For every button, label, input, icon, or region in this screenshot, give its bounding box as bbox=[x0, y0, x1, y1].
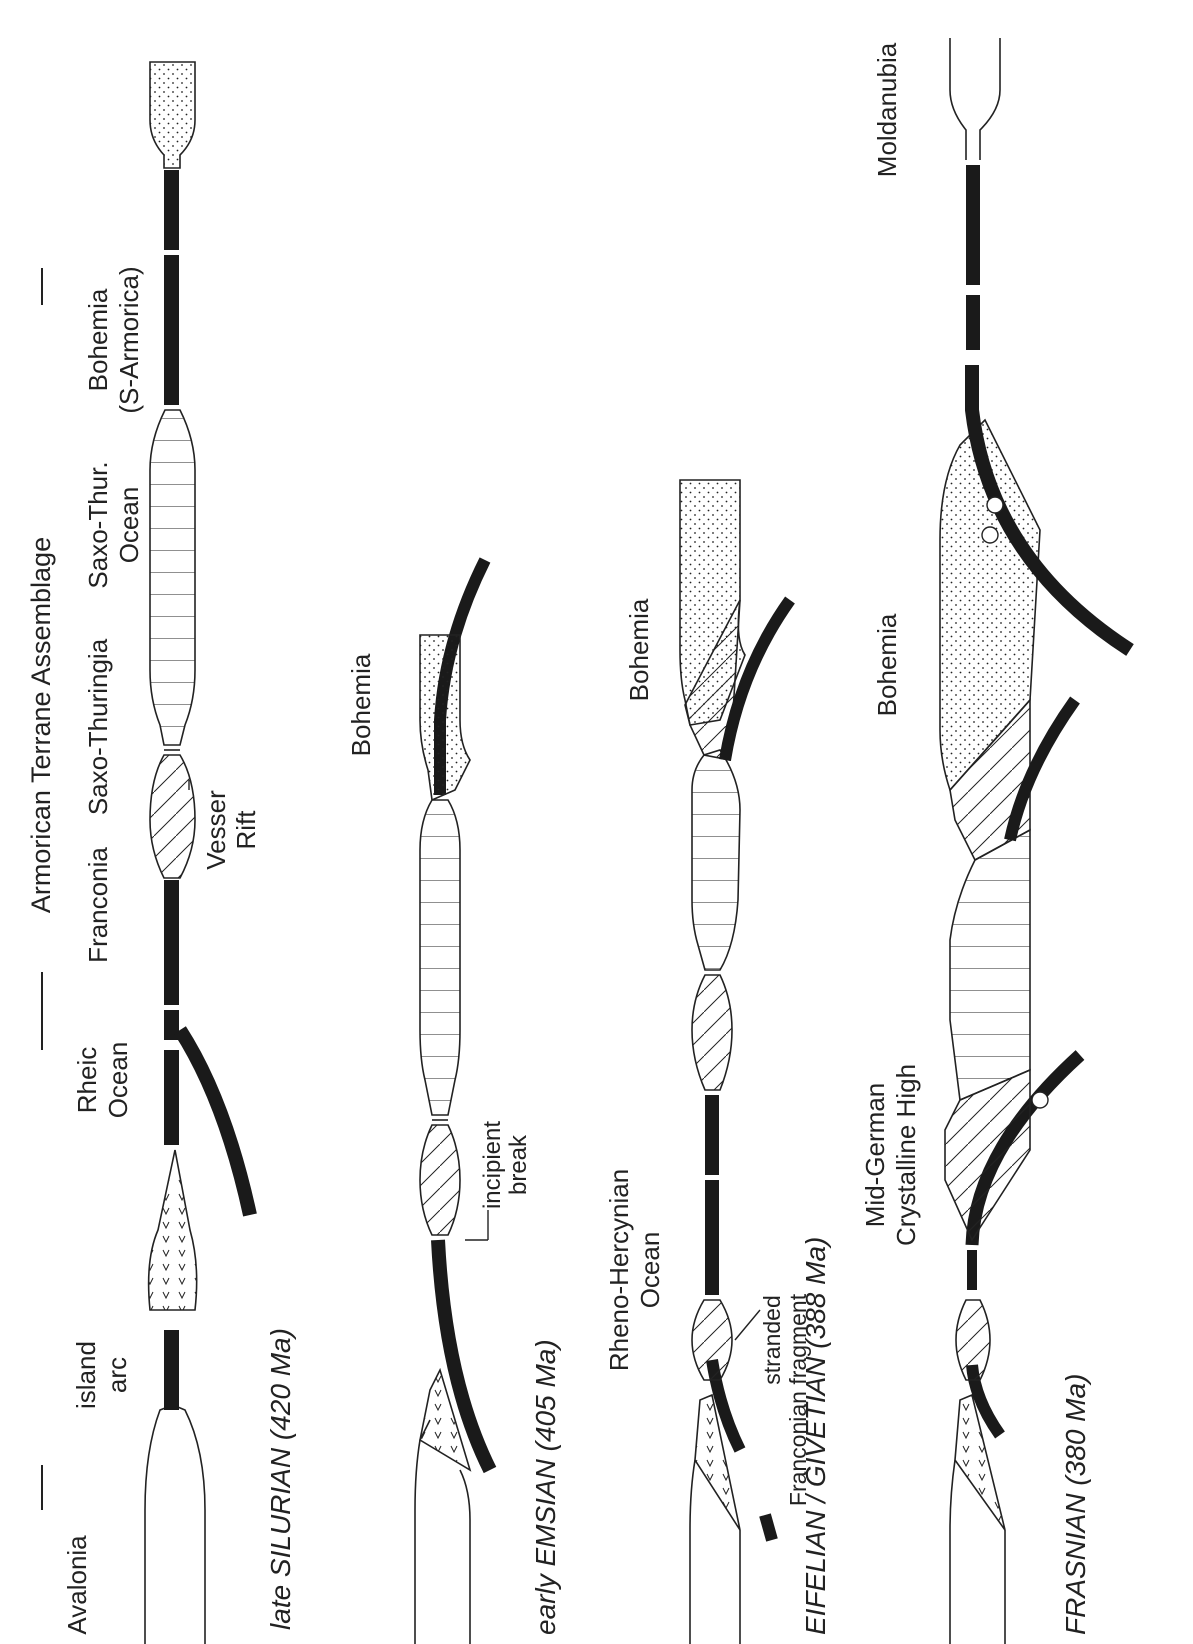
moldanubia-plate-1 bbox=[966, 295, 980, 350]
mid-german-high bbox=[945, 1070, 1030, 1240]
saxo-thuringia-block-emsian bbox=[420, 800, 460, 1115]
saxo-thur-ocean-plate-1 bbox=[164, 255, 179, 405]
label-stranded: stranded bbox=[759, 1295, 785, 1385]
bohemia-block-silurian bbox=[150, 62, 195, 168]
label-bohemia-eifelian: Bohemia bbox=[624, 598, 654, 701]
franconia-block-eifelian bbox=[692, 975, 732, 1090]
island-arc-body bbox=[149, 1150, 197, 1310]
label-rheno-ocean: Ocean bbox=[635, 1232, 665, 1309]
label-bohemia-1: Bohemia bbox=[83, 288, 113, 391]
stage-frasnian: FRASNIAN (380 Ma) bbox=[1060, 1374, 1091, 1635]
assemblage-header: Armorican Terrane Assemblage bbox=[26, 268, 56, 1510]
rheno-hercynian-plate-1 bbox=[705, 1180, 719, 1295]
label-franconia: Franconia bbox=[83, 847, 113, 963]
label-saxo-thur: Saxo-Thur. bbox=[83, 461, 113, 588]
label-arc: arc bbox=[102, 1357, 132, 1393]
panel-silurian: Avalonia island arc Rheic Ocean Franconi… bbox=[62, 62, 296, 1644]
franconia-block-frasnian bbox=[956, 1300, 990, 1380]
moldanubia-plate-2 bbox=[966, 165, 980, 285]
bohemia-block-emsian bbox=[420, 635, 470, 800]
pluton-2 bbox=[982, 527, 998, 543]
label-saxo-thuringia: Saxo-Thuringia bbox=[83, 638, 113, 815]
label-mid-german: Mid-German bbox=[860, 1083, 890, 1227]
moldanubia-crust bbox=[950, 38, 1000, 160]
rheno-hercynian-plate-2 bbox=[705, 1095, 719, 1175]
arc-body-eifelian bbox=[695, 1395, 740, 1530]
panel-frasnian: Mid-German Crystalline High Bohemia Mold… bbox=[860, 38, 1130, 1644]
stranded-fragment bbox=[692, 1300, 732, 1380]
saxo-thur-ocean-plate-2 bbox=[164, 170, 179, 250]
label-avalonia: Avalonia bbox=[62, 1535, 92, 1635]
stage-emsian: early EMSIAN (405 Ma) bbox=[530, 1339, 561, 1635]
pluton-3 bbox=[1032, 1092, 1048, 1108]
label-rheic-ocean: Ocean bbox=[103, 1042, 133, 1119]
label-rift: Rift bbox=[231, 810, 261, 850]
franconia-block-emsian bbox=[420, 1125, 460, 1235]
pluton-1 bbox=[987, 497, 1003, 513]
label-incipient: incipient bbox=[479, 1121, 506, 1209]
label-moldanubia: Moldanubia bbox=[872, 42, 902, 177]
label-rheic: Rheic bbox=[72, 1047, 102, 1113]
label-s-armorica: (S-Armorica) bbox=[114, 266, 144, 413]
stranded-slab bbox=[765, 1515, 772, 1540]
avalonia-crust bbox=[145, 1405, 205, 1644]
rheic-ocean-plate-1 bbox=[164, 1330, 179, 1410]
panel-emsian: incipient break Bohemia early EMSIAN (40… bbox=[346, 560, 561, 1644]
saxo-thuringia-block-eifelian bbox=[692, 750, 740, 970]
subducting-slab-silurian bbox=[180, 1030, 250, 1215]
label-bohemia-emsian: Bohemia bbox=[346, 653, 376, 756]
label-island: island bbox=[71, 1341, 101, 1409]
stage-silurian: late SILURIAN (420 Ma) bbox=[265, 1328, 296, 1630]
label-rheno-hercynian: Rheno-Hercynian bbox=[604, 1169, 634, 1371]
rheic-ocean-plate-4 bbox=[164, 880, 179, 1005]
label-saxo-thur-ocean: Ocean bbox=[114, 487, 144, 564]
saxo-thuringia-block-frasnian bbox=[950, 830, 1030, 1100]
franconia-block bbox=[150, 755, 195, 878]
panel-eifelian: Rheno-Hercynian Ocean stranded Franconia… bbox=[604, 480, 831, 1644]
arc-body-frasnian bbox=[955, 1395, 1005, 1530]
rheic-ocean-plate-2 bbox=[164, 1050, 179, 1145]
assemblage-title: Armorican Terrane Assemblage bbox=[26, 537, 56, 913]
label-bohemia-frasnian: Bohemia bbox=[872, 613, 902, 716]
label-break: break bbox=[505, 1134, 532, 1195]
saxo-thuringia-block bbox=[150, 410, 195, 745]
label-crystalline-high: Crystalline High bbox=[891, 1064, 921, 1246]
stage-eifelian: EIFELIAN / GIVETIAN (388 Ma) bbox=[800, 1237, 831, 1635]
label-vesser: Vesser bbox=[201, 790, 231, 870]
